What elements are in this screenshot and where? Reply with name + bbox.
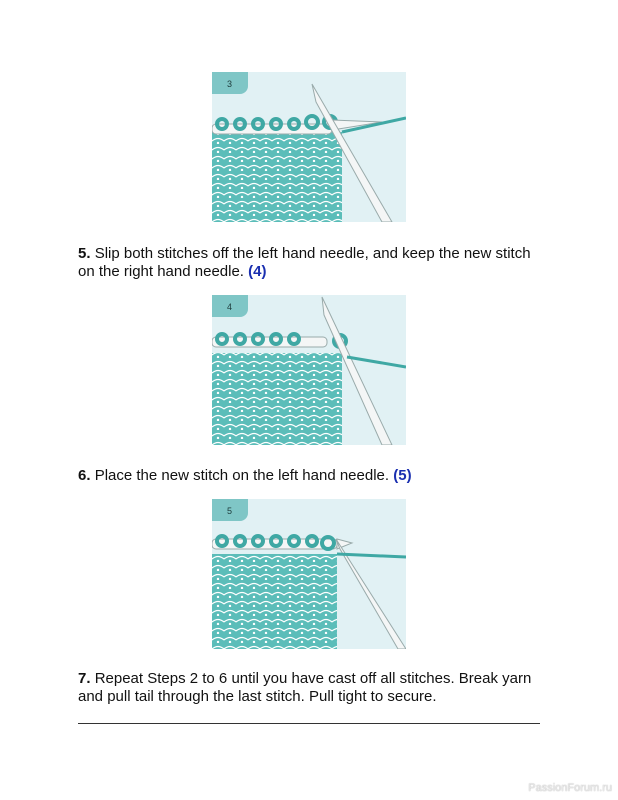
step-text: Place the new stitch on the left hand ne… bbox=[94, 467, 390, 484]
figure-link: 4 bbox=[253, 263, 262, 280]
figure-link: 5 bbox=[398, 467, 407, 484]
step-5: 5. Slip both stitches off the left hand … bbox=[78, 245, 548, 281]
step-7: 7. Repeat Steps 2 to 6 until you have ca… bbox=[78, 670, 548, 706]
figure-reference: (5) bbox=[393, 467, 412, 484]
divider bbox=[78, 723, 540, 724]
step-6: 6. Place the new stitch on the left hand… bbox=[78, 467, 548, 485]
figure-label: 5 bbox=[212, 499, 248, 521]
figure-label: 3 bbox=[212, 72, 248, 94]
knitting-illustration bbox=[212, 296, 406, 445]
step-text: Repeat Steps 2 to 6 until you have cast … bbox=[78, 670, 532, 705]
illustration-5: 5 bbox=[212, 499, 406, 649]
illustration-3: 3 bbox=[212, 72, 406, 222]
figure-label: 4 bbox=[212, 295, 248, 317]
knitting-illustration bbox=[212, 534, 406, 649]
illustration-4: 4 bbox=[212, 295, 406, 445]
step-number: 5. bbox=[78, 245, 91, 262]
step-number: 7. bbox=[78, 670, 91, 687]
figure-reference: (4) bbox=[248, 263, 267, 280]
step-number: 6. bbox=[78, 467, 91, 484]
watermark: PassionForum.ru bbox=[528, 782, 612, 794]
step-text: Slip both stitches off the left hand nee… bbox=[78, 245, 531, 280]
knitting-illustration bbox=[212, 83, 406, 222]
